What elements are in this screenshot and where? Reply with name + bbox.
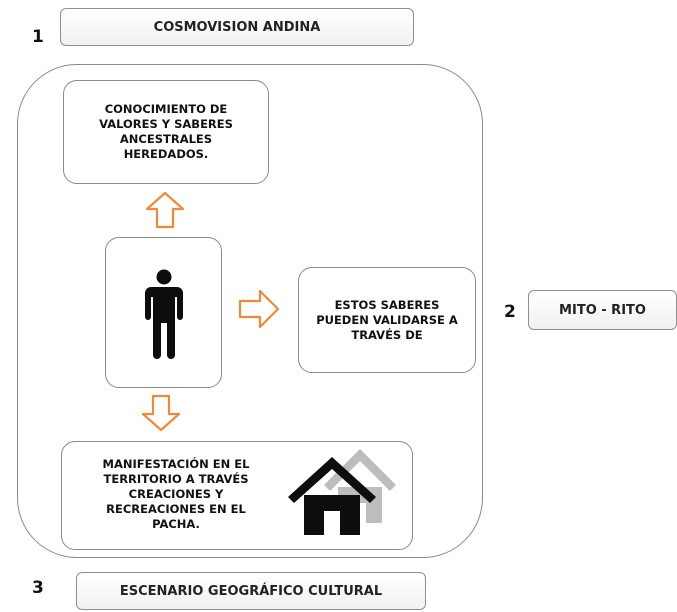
box-manifestacion-text: MANIFESTACIÓN EN EL TERRITORIO A TRAVÉS …	[102, 457, 250, 531]
number-1: 1	[32, 27, 44, 47]
box-conocimiento: CONOCIMIENTO DE VALORES Y SABERES ANCEST…	[63, 80, 269, 184]
arrow-up-icon	[145, 191, 185, 229]
outer-frame	[17, 64, 483, 558]
mito-rito-box: MITO - RITO	[528, 290, 677, 330]
number-2: 2	[504, 302, 516, 322]
house-icon	[288, 449, 396, 535]
number-3: 3	[32, 578, 44, 598]
box-conocimiento-text: CONOCIMIENTO DE VALORES Y SABERES ANCEST…	[99, 102, 233, 161]
arrow-right-icon	[238, 289, 280, 329]
box-saberes-text: ESTOS SABERES PUEDEN VALIDARSE A TRAVÉS …	[316, 297, 458, 342]
title-box: COSMOVISION ANDINA	[60, 8, 414, 46]
arrow-down-icon	[141, 394, 181, 432]
box-saberes: ESTOS SABERES PUEDEN VALIDARSE A TRAVÉS …	[298, 267, 476, 373]
person-box	[105, 237, 222, 388]
person-icon	[145, 269, 183, 359]
escenario-box: ESCENARIO GEOGRÁFICO CULTURAL	[76, 572, 426, 610]
